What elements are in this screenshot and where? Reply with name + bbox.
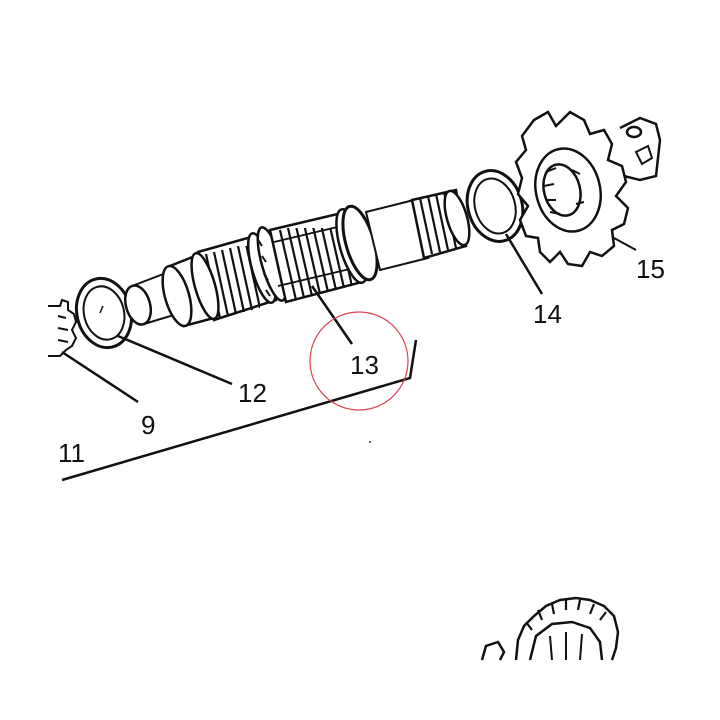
leader-line-13 (310, 285, 354, 345)
gear-cluster-bottom (480, 596, 620, 661)
callout-15: 15 (636, 254, 665, 284)
main-shaft-part-13 (123, 188, 471, 328)
callout-9: 9 (141, 410, 155, 440)
callout-14: 14 (533, 299, 562, 329)
leader-line-14 (504, 233, 544, 295)
callout-13: 13 (350, 350, 379, 380)
stray-dot (369, 441, 371, 443)
leader-line-12 (117, 334, 233, 386)
leader-lines (61, 233, 544, 482)
callout-11: 11 (58, 438, 85, 468)
gear-part-9 (48, 298, 78, 357)
leader-line-9 (61, 350, 139, 404)
highlight-circle (309, 311, 409, 411)
sprocket-part-15 (514, 110, 662, 268)
callout-12: 12 (238, 378, 267, 408)
assembly-bracket-line (61, 339, 418, 482)
